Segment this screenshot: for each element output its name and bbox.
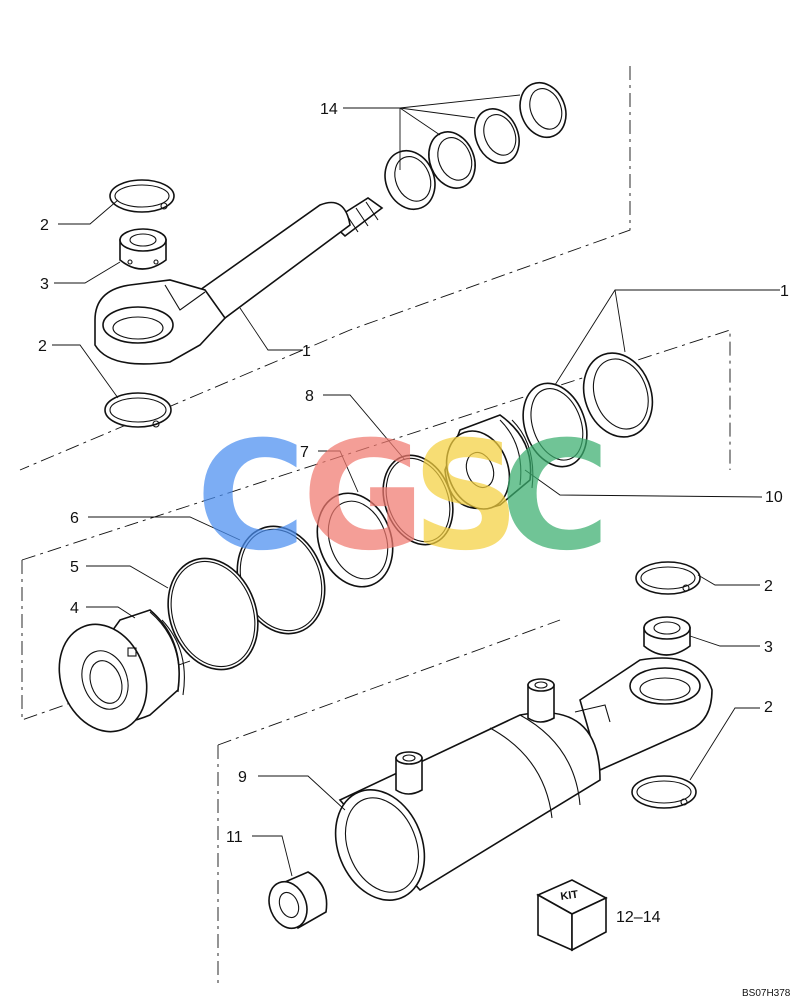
callout-10: 10 — [765, 489, 783, 506]
callout-2-upper: 2 — [40, 217, 49, 234]
callout-5: 5 — [70, 559, 79, 576]
part-9-cylinder-barrel — [334, 657, 713, 901]
boundary-lines — [19, 66, 731, 985]
callout-4: 4 — [70, 600, 79, 617]
watermark-letter-g: G — [302, 410, 425, 584]
part-14-rings — [384, 81, 567, 211]
watermark-letter-c1: C — [196, 410, 306, 584]
callout-7: 7 — [300, 444, 309, 461]
part-7-backup-ring — [316, 492, 394, 588]
callout-6: 6 — [70, 510, 79, 527]
part-4-gland-nut — [58, 609, 185, 733]
part-1-piston-rod — [94, 197, 384, 365]
kit-range: 12–14 — [616, 909, 661, 926]
callout-3-lower: 3 — [764, 639, 773, 656]
part-2-snap-ring-right-upper — [635, 561, 701, 595]
callout-3-upper: 3 — [40, 276, 49, 293]
watermark-letter-s: S — [412, 410, 520, 584]
kit-box-icon: KIT — [536, 879, 608, 952]
callouts: 14 2 3 2 1 1 8 7 10 6 5 4 2 3 2 9 11 12–… — [38, 101, 791, 999]
part-3-bushing-lower — [643, 616, 691, 656]
part-5-o-ring — [167, 557, 259, 671]
callout-8: 8 — [305, 388, 314, 405]
callout-14: 14 — [320, 101, 338, 118]
watermark-logo: C G S C — [196, 410, 610, 584]
part-11-fitting — [268, 871, 328, 930]
part-8-o-ring — [382, 454, 454, 546]
part-2-snap-ring-lower-left — [104, 392, 172, 428]
part-2-snap-ring-right-lower — [631, 775, 697, 809]
part-10-piston — [444, 414, 534, 510]
part-2-snap-ring-upper — [109, 179, 175, 213]
part-1-piston-rings — [522, 352, 654, 468]
callout-2-right-lower: 2 — [764, 699, 773, 716]
kit-label: KIT — [560, 889, 579, 903]
callout-1-rings: 1 — [780, 283, 789, 300]
leader-lines — [52, 94, 780, 877]
callout-1-rod: 1 — [302, 343, 311, 360]
watermark-letter-c2: C — [500, 410, 610, 584]
callout-2-right-upper: 2 — [764, 578, 773, 595]
part-3-bushing-upper — [119, 228, 167, 270]
callout-9: 9 — [238, 769, 247, 786]
drawing-code: BS07H378 — [742, 988, 791, 999]
callout-2-middle: 2 — [38, 338, 47, 355]
callout-11: 11 — [226, 829, 243, 846]
